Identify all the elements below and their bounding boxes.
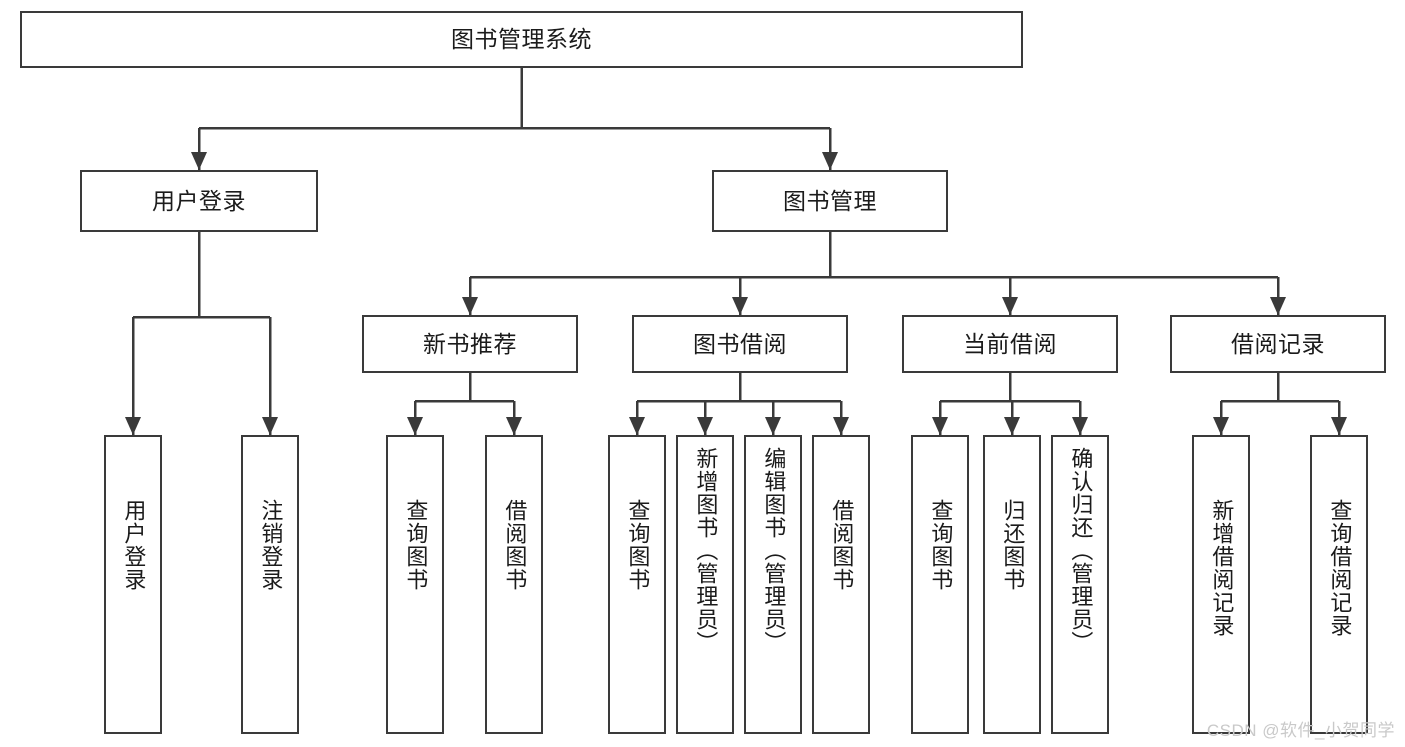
node-label: 用户登录	[121, 499, 147, 591]
node-leaf-add-rec[interactable]: 新增借阅记录	[1192, 435, 1250, 734]
arrowhead-icon	[822, 152, 838, 170]
node-leaf-borrow-2[interactable]: 借阅图书	[812, 435, 870, 734]
node-leaf-add-book[interactable]: 新增图书（管理员）	[676, 435, 734, 734]
node-label: 查询图书	[403, 499, 429, 591]
node-label: 图书管理系统	[451, 26, 592, 53]
node-leaf-user-login[interactable]: 用户登录	[104, 435, 162, 734]
node-label: 归还图书	[1000, 499, 1026, 591]
node-leaf-edit-book[interactable]: 编辑图书（管理员）	[744, 435, 802, 734]
node-label: 借阅图书	[502, 499, 528, 591]
node-leaf-confirm[interactable]: 确认归还（管理员）	[1051, 435, 1109, 734]
node-label: 新增图书（管理员）	[693, 447, 719, 654]
node-leaf-query-3[interactable]: 查询图书	[911, 435, 969, 734]
arrowhead-icon	[732, 297, 748, 315]
node-label: 新增借阅记录	[1209, 499, 1235, 637]
node-book-manage[interactable]: 图书管理	[712, 170, 948, 232]
node-label: 借阅图书	[829, 499, 855, 591]
arrowhead-icon	[765, 417, 781, 435]
node-label: 确认归还（管理员）	[1068, 447, 1094, 654]
arrowhead-icon	[1331, 417, 1347, 435]
arrowhead-icon	[697, 417, 713, 435]
arrowhead-icon	[1002, 297, 1018, 315]
node-label: 借阅记录	[1231, 330, 1325, 357]
node-borrow-record[interactable]: 借阅记录	[1170, 315, 1386, 373]
arrowhead-icon	[125, 417, 141, 435]
arrowhead-icon	[506, 417, 522, 435]
arrowhead-icon	[833, 417, 849, 435]
arrowhead-icon	[932, 417, 948, 435]
arrowhead-icon	[191, 152, 207, 170]
node-root[interactable]: 图书管理系统	[20, 11, 1023, 68]
arrowhead-icon	[1004, 417, 1020, 435]
node-current-borrow[interactable]: 当前借阅	[902, 315, 1118, 373]
arrowhead-icon	[629, 417, 645, 435]
node-label: 编辑图书（管理员）	[761, 447, 787, 654]
arrowhead-icon	[262, 417, 278, 435]
arrowhead-icon	[1270, 297, 1286, 315]
node-label: 查询图书	[625, 499, 651, 591]
node-user-login[interactable]: 用户登录	[80, 170, 318, 232]
node-leaf-query-rec[interactable]: 查询借阅记录	[1310, 435, 1368, 734]
arrowhead-icon	[1213, 417, 1229, 435]
node-new-book-rec[interactable]: 新书推荐	[362, 315, 578, 373]
arrowhead-icon	[407, 417, 423, 435]
node-label: 图书管理	[783, 187, 877, 214]
node-leaf-borrow-1[interactable]: 借阅图书	[485, 435, 543, 734]
node-label: 用户登录	[152, 187, 246, 214]
node-label: 注销登录	[258, 499, 284, 591]
node-leaf-return[interactable]: 归还图书	[983, 435, 1041, 734]
node-label: 查询借阅记录	[1327, 499, 1353, 637]
node-leaf-logout[interactable]: 注销登录	[241, 435, 299, 734]
node-book-borrow[interactable]: 图书借阅	[632, 315, 848, 373]
arrowhead-icon	[1072, 417, 1088, 435]
node-leaf-query-2[interactable]: 查询图书	[608, 435, 666, 734]
node-label: 查询图书	[928, 499, 954, 591]
node-label: 新书推荐	[423, 330, 517, 357]
node-label: 当前借阅	[963, 330, 1057, 357]
node-label: 图书借阅	[693, 330, 787, 357]
arrowhead-icon	[462, 297, 478, 315]
node-leaf-query-1[interactable]: 查询图书	[386, 435, 444, 734]
